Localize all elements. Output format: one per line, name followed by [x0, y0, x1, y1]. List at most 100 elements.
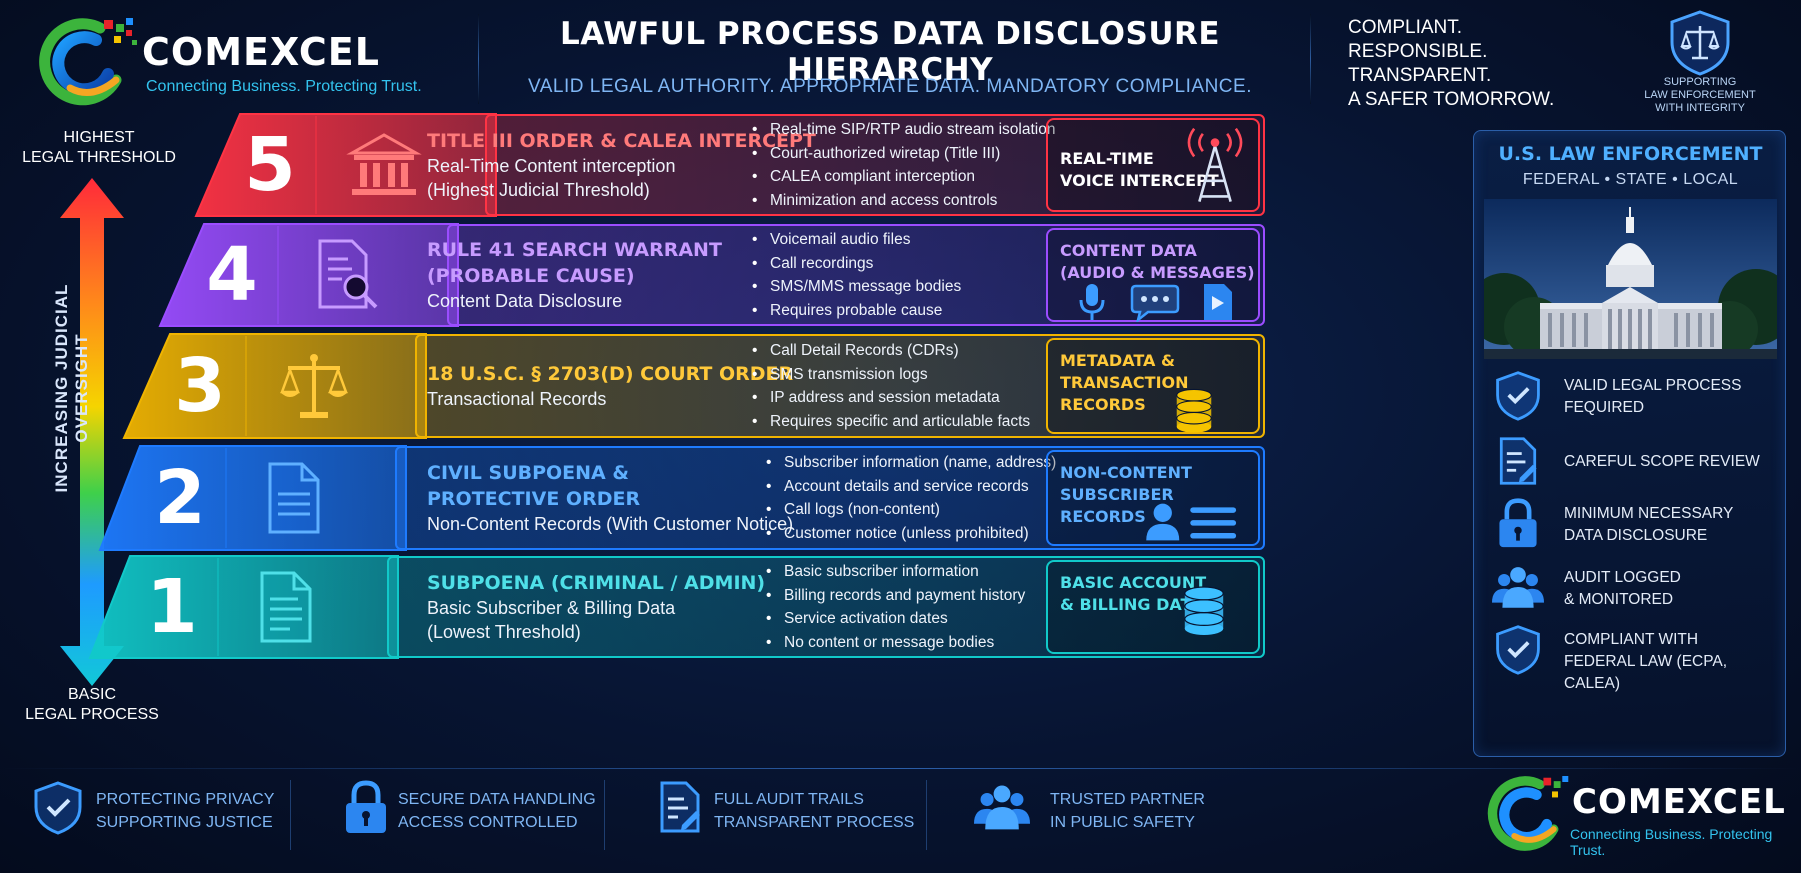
- tier-bullet-list: Voicemail audio filesCall recordingsSMS/…: [752, 228, 961, 322]
- header-divider: [478, 14, 479, 104]
- tier-title: TITLE III ORDER & CALEA INTERCEPT: [427, 130, 816, 152]
- tier-title: CIVIL SUBPOENA &: [427, 462, 629, 484]
- tier-bullet: Service activation dates: [766, 607, 1025, 631]
- panel-item-line: FEQUIRED: [1564, 399, 1645, 416]
- people-icon: [1492, 561, 1548, 617]
- panel-item-line: MINIMUM NECESSARY: [1564, 505, 1734, 522]
- tier-bullet-text: Requires specific and articulable facts: [770, 412, 1031, 430]
- tier-title: (PROBABLE CAUSE): [427, 265, 635, 287]
- panel-item-line: AUDIT LOGGED: [1564, 569, 1681, 586]
- tier-category-box: METADATA &TRANSACTION RECORDS: [1046, 338, 1260, 434]
- support-line: LAW ENFORCEMENT: [1644, 89, 1756, 101]
- footer-label-line: FULL AUDIT TRAILS: [714, 791, 864, 808]
- brand-name: COMEXCEL: [142, 30, 380, 74]
- tier-description: Non-Content Records (With Customer Notic…: [427, 514, 794, 534]
- motto-line: TRANSPARENT.: [1348, 65, 1492, 86]
- motto-line: A SAFER TOMORROW.: [1348, 89, 1555, 110]
- tier-1: 1 SUBPOENA (CRIMINAL / ADMIN)Basic Subsc…: [88, 555, 1266, 659]
- document-edit-icon: [652, 778, 712, 840]
- axis-bottom-line: BASIC: [67, 686, 116, 703]
- tier-bullet-list: Real-time SIP/RTP audio stream isolation…: [752, 118, 1055, 212]
- axis-top-line: HIGHEST: [63, 129, 135, 146]
- tier-bullet: Call Detail Records (CDRs): [752, 339, 1030, 363]
- tier-description: Real-Time Content interception: [427, 156, 676, 176]
- footer-label-line: IN PUBLIC SAFETY: [1050, 814, 1195, 831]
- oversight-arrow-icon: [60, 178, 124, 686]
- tier-band: [194, 113, 1265, 217]
- panel-item-line: FEDERAL LAW (ECPA, CALEA): [1564, 653, 1728, 692]
- footer-label-line: PROTECTING PRIVACY: [96, 791, 275, 808]
- tier-bullet-text: CALEA compliant interception: [770, 168, 976, 185]
- tier-number: 2: [154, 455, 206, 541]
- support-line: WITH INTEGRITY: [1655, 102, 1745, 114]
- document-search-icon: [308, 237, 384, 313]
- tier-category-label: BASIC ACCOUNT: [1060, 573, 1207, 592]
- header-divider: [1310, 14, 1311, 104]
- motto-line: RESPONSIBLE.: [1348, 41, 1488, 62]
- tier-bullet: IP address and session metadata: [752, 386, 1030, 410]
- support-line: SUPPORTING: [1663, 76, 1737, 88]
- tier-category-label: NON-CONTENT: [1060, 463, 1192, 482]
- tier-bullet: Voicemail audio files: [752, 228, 961, 252]
- lock-icon: [1492, 497, 1548, 553]
- footer-divider: [290, 780, 291, 850]
- tier-bullet-text: Subscriber information (name, address): [784, 454, 1057, 471]
- tier-bullet-text: Account details and service records: [784, 477, 1029, 495]
- tier-number: 3: [174, 343, 226, 429]
- document-edit-icon: [1492, 435, 1548, 491]
- tier-bullet: Account details and service records: [766, 475, 1056, 499]
- panel-item-line: VALID LEGAL PROCESS: [1564, 377, 1742, 394]
- radio-tower-icon: [1182, 126, 1248, 206]
- tier-category-label: & BILLING DATA: [1060, 595, 1203, 614]
- tier-bullet-text: Customer notice (unless prohibited): [784, 524, 1029, 542]
- motto-line: COMPLIANT.: [1348, 17, 1463, 38]
- tier-bullet: Billing records and payment history: [766, 584, 1025, 608]
- tier-bullet-text: No content or message bodies: [784, 633, 995, 651]
- law-enforcement-panel: U.S. LAW ENFORCEMENT FEDERAL • STATE • L…: [1473, 130, 1786, 757]
- shield-check-icon: [30, 778, 90, 840]
- scales-icon: [276, 348, 352, 424]
- tier-bullet-text: IP address and session metadata: [770, 389, 1000, 406]
- tier-bullet: Customer notice (unless prohibited): [766, 522, 1056, 546]
- tier-title: 18 U.S.C. § 2703(d) COURT ORDER: [427, 363, 794, 385]
- axis-top-label: HIGHEST LEGAL THRESHOLD: [14, 128, 184, 168]
- tier-category-label: CONTENT DATA: [1060, 241, 1197, 260]
- motto: COMPLIANT. RESPONSIBLE. TRANSPARENT. A S…: [1348, 16, 1554, 112]
- tier-bullet-list: Subscriber information (name, address) Ac…: [766, 451, 1056, 545]
- tier-number: 1: [146, 564, 198, 650]
- tier-bullet-text: Basic subscriber information: [784, 563, 979, 580]
- support-text: SUPPORTING LAW ENFORCEMENT WITH INTEGRIT…: [1626, 76, 1774, 115]
- panel-subtitle: FEDERAL • STATE • LOCAL: [1522, 171, 1739, 188]
- tier-bullet: Basic subscriber information: [766, 560, 1025, 584]
- footer-label-line: SUPPORTING JUSTICE: [96, 814, 273, 831]
- capitol-building-image: [1484, 199, 1777, 359]
- page-subtitle: VALID LEGAL AUTHORITY. APPROPRIATE DATA.…: [528, 76, 1252, 97]
- tier-bullet-text: Requires probable cause: [770, 301, 943, 319]
- tier-4: 4 RULE 41 SEARCH WARRANT(PROBABLE CAUSE)…: [158, 223, 1266, 327]
- tier-bullet: Requires probable cause: [752, 299, 961, 323]
- footer-label: PROTECTING PRIVACY SUPPORTING JUSTICE: [96, 788, 274, 834]
- axis-bottom-label: BASIC LEGAL PROCESS: [22, 685, 162, 725]
- brand-name: COMEXCEL: [1572, 782, 1786, 822]
- tier-bullet-text: SMS transmission logs: [770, 365, 928, 383]
- tier-bullet: SMS transmission logs: [752, 363, 1030, 387]
- tier-3: 3 18 U.S.C. § 2703(d) COURT ORDERTransac…: [122, 333, 1266, 439]
- tier-bullet: Call logs (non-content): [766, 498, 1056, 522]
- brand-tagline: Connecting Business. Protecting Trust.: [146, 78, 422, 95]
- tier-number: 4: [206, 232, 258, 318]
- comexcel-logo-icon: [39, 18, 137, 106]
- tier-bullet: Real-time SIP/RTP audio stream isolation: [752, 118, 1055, 142]
- panel-item-line: CAREFUL SCOPE REVIEW: [1564, 453, 1760, 470]
- user-record-icon: [1138, 500, 1248, 544]
- brand-tagline: Connecting Business. Protecting Trust.: [1570, 826, 1773, 858]
- tier-category-box: BASIC ACCOUNT & BILLING DATA: [1046, 560, 1260, 654]
- footer-divider: [926, 780, 927, 850]
- tier-bullet: Requires specific and articulable facts: [752, 410, 1030, 434]
- tier-category-label: VOICE INTERCEPT: [1060, 171, 1219, 190]
